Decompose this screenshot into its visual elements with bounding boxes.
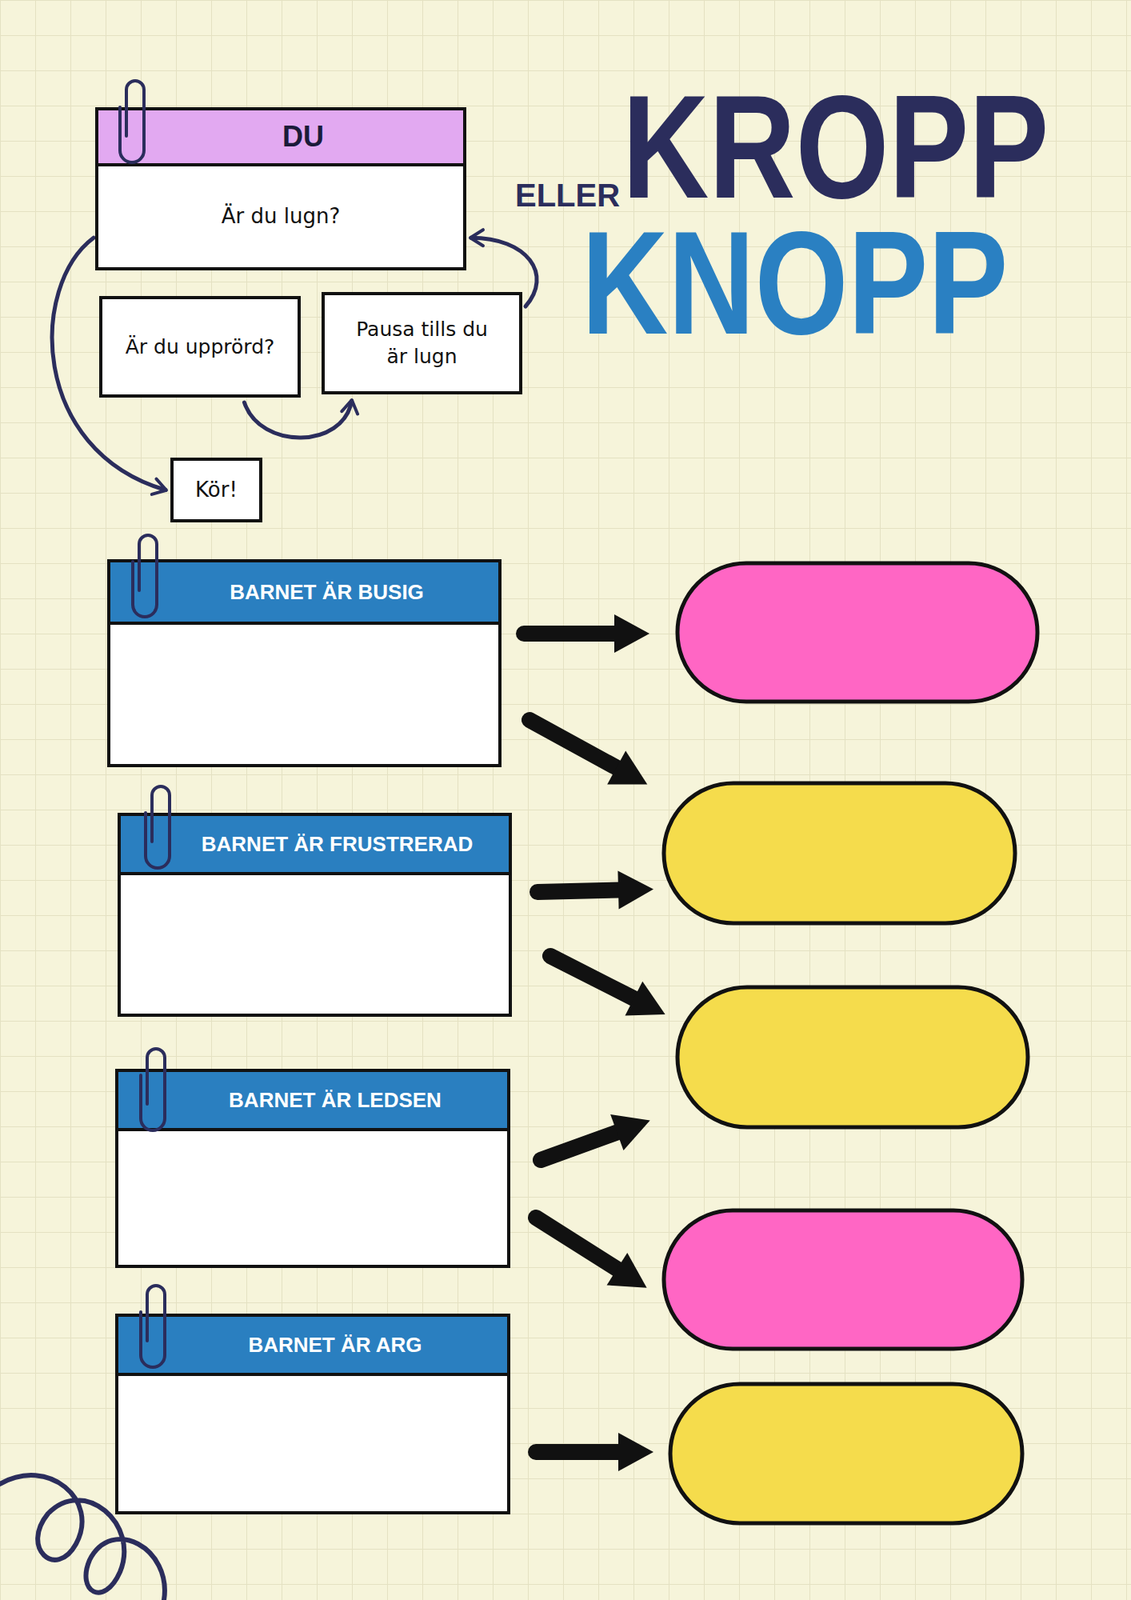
paperclip	[145, 786, 170, 868]
pink-pill	[677, 563, 1038, 702]
card-header: BARNET ÄR ARG	[118, 1316, 508, 1376]
title-second-word: KNOPP	[581, 209, 1008, 356]
paperclip	[119, 80, 144, 163]
card-body	[118, 1131, 508, 1265]
card-header: BARNET ÄR FRUSTRERAD	[120, 815, 509, 876]
header-text: BARNET ÄR FRUSTRERAD	[201, 831, 473, 857]
yellow-pill	[677, 987, 1028, 1128]
black-arrow	[529, 719, 632, 776]
card-box: BARNET ÄR FRUSTRERAD	[117, 812, 512, 1017]
card-box: BARNET ÄR ARG	[115, 1313, 511, 1515]
paperclip	[132, 535, 157, 617]
text-stack: Kör!	[195, 475, 238, 504]
black-arrow	[540, 1126, 634, 1160]
text-stack: Pausa tills du är lugn	[346, 315, 499, 371]
card-header: BARNET ÄR BUSIG	[110, 562, 499, 625]
card-body	[120, 875, 509, 1014]
card-body: Är du lugn?	[98, 166, 464, 268]
card-box: BARNET ÄR LEDSEN	[115, 1068, 511, 1268]
paperclip	[140, 1048, 165, 1131]
curved-arrow	[243, 400, 352, 438]
header-text: DU	[282, 119, 324, 154]
black-arrow	[537, 889, 636, 892]
yellow-pill	[670, 1383, 1023, 1523]
process-box: Pausa tills du är lugn	[321, 291, 523, 395]
card-box: DU Är du lugn?	[95, 107, 467, 271]
title: KROPP	[622, 73, 1049, 220]
box-text: Är du upprörd?	[125, 333, 276, 361]
card-body	[118, 1375, 508, 1511]
box-text: Pausa tills du är lugn	[346, 315, 499, 371]
card-body	[110, 624, 499, 764]
black-arrow	[523, 625, 632, 642]
box-text: Kör!	[195, 475, 238, 504]
title-connector-word: ELLER	[515, 179, 620, 212]
black-arrow	[535, 1217, 632, 1279]
header-text: BARNET ÄR LEDSEN	[228, 1087, 442, 1113]
card-box: BARNET ÄR BUSIG	[107, 559, 502, 768]
text-stack: Är du upprörd?	[125, 333, 276, 361]
yellow-pill	[663, 783, 1016, 924]
paperclip	[140, 1285, 165, 1367]
black-arrow	[550, 955, 650, 1007]
header-text: BARNET ÄR ARG	[247, 1332, 422, 1358]
body-text: Är du lugn?	[221, 202, 340, 231]
pink-pill	[663, 1210, 1023, 1349]
black-arrow	[535, 1443, 636, 1460]
process-box: Kör!	[170, 457, 263, 523]
header-text: BARNET ÄR BUSIG	[229, 579, 424, 605]
card-header: DU	[98, 110, 464, 167]
card-header: BARNET ÄR LEDSEN	[118, 1071, 508, 1131]
process-box: Är du upprörd?	[99, 295, 301, 398]
